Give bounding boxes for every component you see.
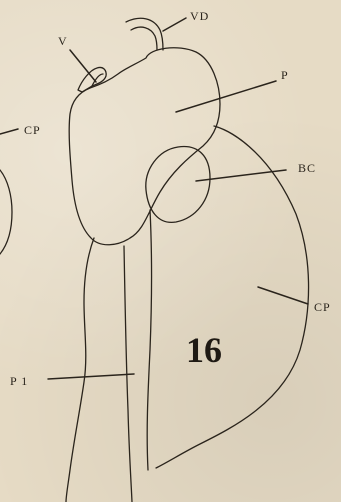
p1-duct-left-wall [66,238,94,502]
label-v: V [58,34,68,48]
leader-cp-right [258,287,308,304]
v-structure [78,67,106,92]
figure-number: 16 [186,330,222,370]
cp-left-fragment [0,170,12,254]
leader-p1 [48,374,134,379]
leader-vd [163,18,186,31]
vd-duct-inner [131,27,157,50]
leader-v [70,50,96,82]
leader-cp-left [0,129,18,134]
label-bc: BC [298,161,316,175]
label-p: P [281,68,289,82]
label-p1: P 1 [10,374,28,388]
leader-p [176,81,276,112]
p1-inner-wall [147,210,151,470]
label-vd: VD [190,9,209,23]
label-cp-left: CP [24,123,41,137]
bc-chamber-outline [146,147,210,223]
label-cp-right: CP [314,300,331,314]
